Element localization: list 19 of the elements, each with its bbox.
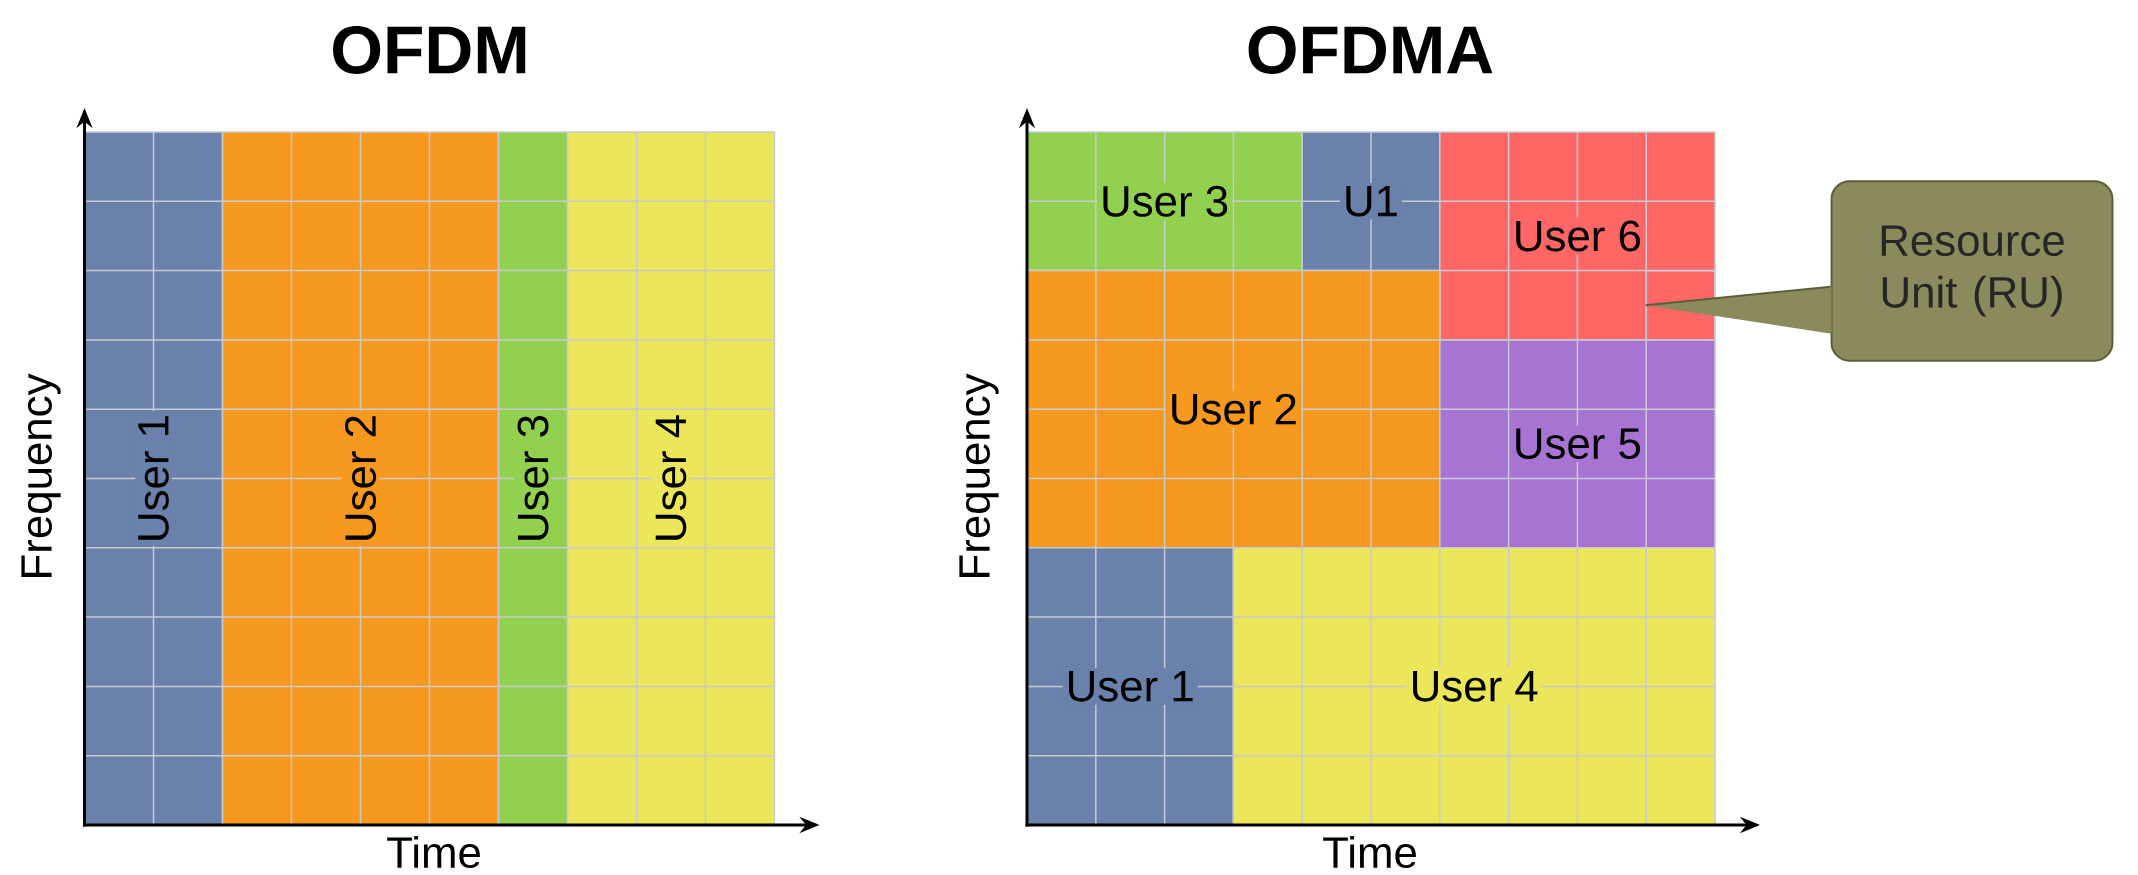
user-block: User 4 [1232, 547, 1716, 826]
axis-label: Time [1323, 835, 1416, 869]
user-block: User 1 [1026, 547, 1235, 826]
user-block: User 4 [566, 131, 776, 826]
user-block: User 3 [1026, 131, 1303, 272]
axis-label: Time [387, 835, 480, 869]
callout-box: Resource Unit (RU) [1830, 180, 2114, 362]
user-block: User 2 [1026, 269, 1441, 549]
user-block: User 5 [1439, 339, 1716, 549]
user-block: U1 [1301, 131, 1441, 272]
axis-label: Frequency [959, 373, 999, 577]
user-block: User 3 [497, 131, 569, 826]
user-block: User 1 [83, 131, 224, 826]
user-block: User 6 [1439, 131, 1716, 341]
panel-title: OFDMA [1248, 26, 1493, 74]
resource-unit-cell [1645, 269, 1716, 341]
user-block: User 2 [221, 131, 500, 826]
panel-title: OFDM [333, 26, 526, 74]
callout-pointer [1644, 285, 1832, 334]
